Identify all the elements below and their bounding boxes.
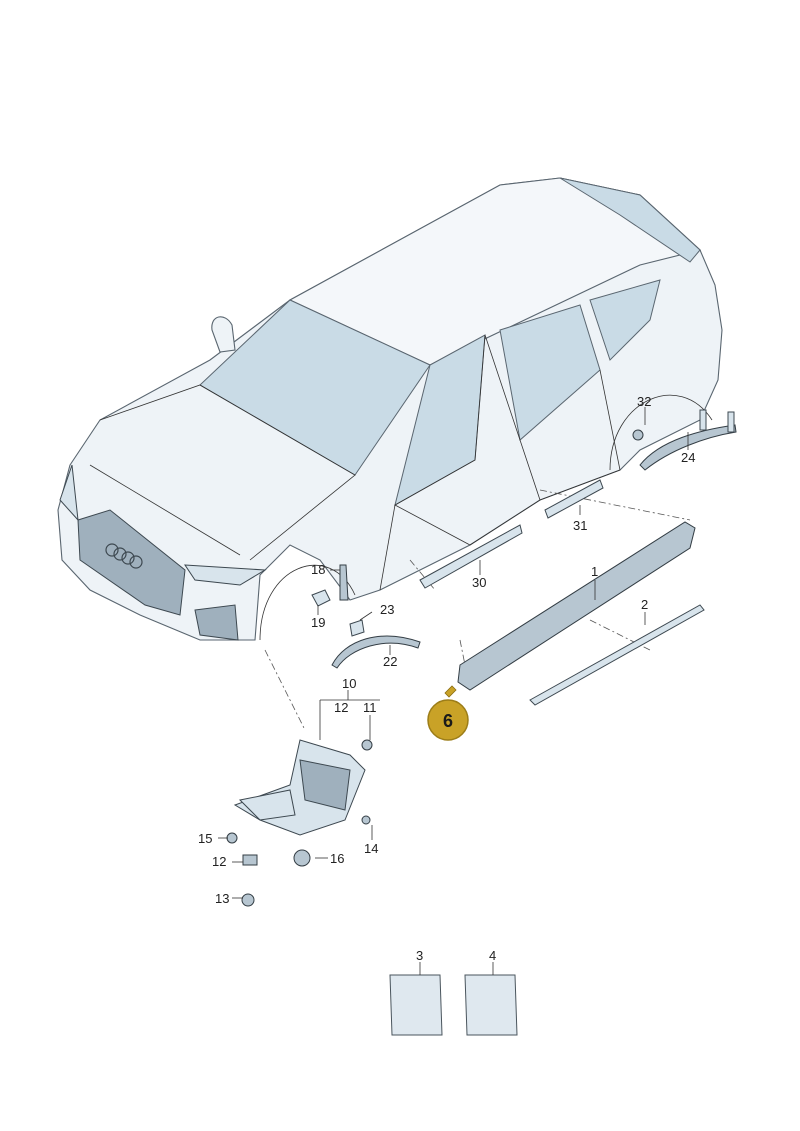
rear-window [559,177,701,263]
car-body [57,177,723,641]
callout-11: 11 [363,700,377,715]
callout-10: 10 [342,676,356,691]
clip-32 [632,429,644,441]
bag-4 [464,974,518,1036]
side-mirror [211,316,236,353]
callout-22: 22 [383,654,397,669]
callout-19: 19 [311,615,325,630]
nut-12 [242,854,258,866]
sill-trim-strip-2 [529,604,705,706]
entry-sill-plate-31 [544,479,604,519]
badge-circle [427,699,469,741]
callout-18: 18 [311,562,325,577]
screw-15 [226,832,238,844]
highlight-badge-6[interactable]: 6 [427,685,469,741]
callout-labels: 1 2 3 4 10 11 12 12 13 14 15 16 18 19 22… [198,394,695,963]
callout-12-top: 12 [334,700,348,715]
callout-2: 2 [641,597,648,612]
badge-label: 6 [443,711,453,731]
quarter-window [589,279,661,361]
bag-3 [389,974,443,1036]
callout-31: 31 [573,518,587,533]
callout-32: 32 [637,394,651,409]
fastener-14 [361,815,371,825]
fastener-11 [361,739,373,751]
lower-intake [194,604,239,641]
callout-24: 24 [681,450,695,465]
side-sill-panel-1 [457,521,696,691]
callout-15: 15 [198,831,212,846]
callout-14: 14 [364,841,378,856]
callout-4: 4 [489,948,496,963]
headlight [184,564,267,586]
entry-sill-plate-30 [419,524,523,589]
leader-lines [218,407,689,975]
callout-3: 3 [416,948,423,963]
headlight-left [59,464,79,522]
clip-19 [311,589,331,607]
screw-13 [241,893,255,907]
bracket-18 [339,564,349,601]
callout-1: 1 [591,564,598,579]
callout-12-bottom: 12 [212,854,226,869]
clip-16 [293,849,311,867]
clip-23 [349,619,365,637]
front-arch-trim-22 [331,635,421,669]
callout-23: 23 [380,602,394,617]
callout-30: 30 [472,575,486,590]
callout-16: 16 [330,851,344,866]
rear-arch-trim-24 [639,424,737,471]
callout-13: 13 [215,891,229,906]
logo-rings [105,543,143,569]
underbody-guard-10 [233,739,373,836]
